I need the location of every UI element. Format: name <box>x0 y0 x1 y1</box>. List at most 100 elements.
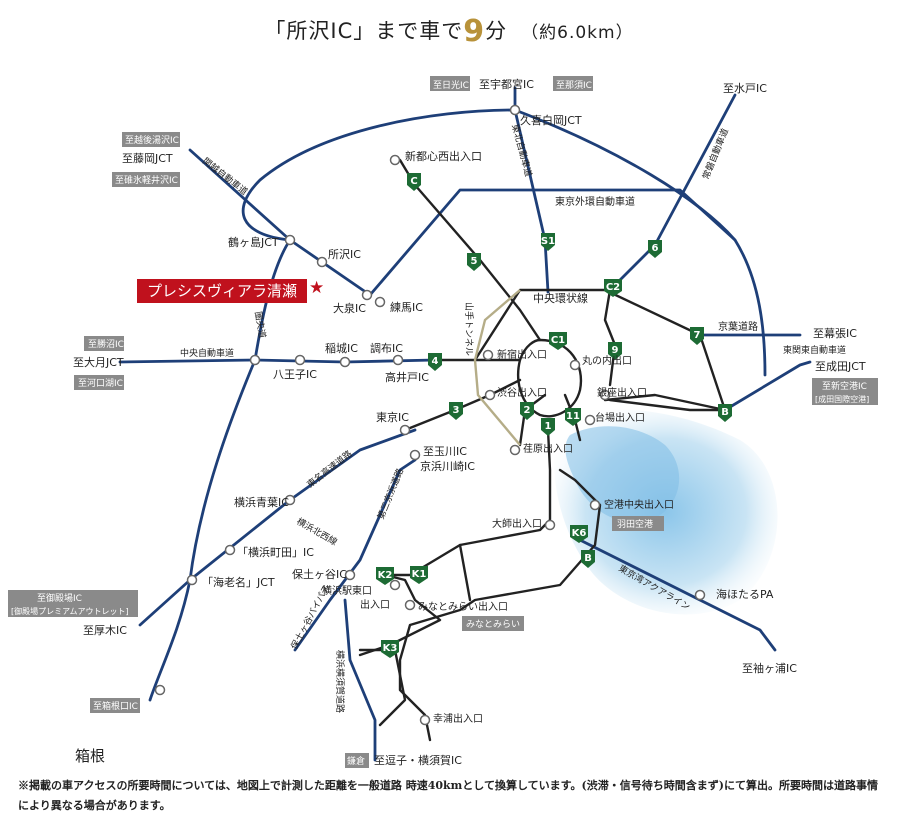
svg-text:7: 7 <box>694 330 701 341</box>
label-katsunuma: 至勝沼IC <box>88 338 124 350</box>
junction-dots <box>154 104 706 726</box>
route-9 <box>603 288 617 387</box>
svg-text:1: 1 <box>545 421 552 432</box>
title-unit: 分 <box>485 19 508 43</box>
title-distance: （約6.0km） <box>521 23 634 43</box>
route-k2 <box>358 573 442 657</box>
higashikanto <box>723 360 812 412</box>
gray-boxes <box>8 76 878 768</box>
label-nikko: 至日光IC <box>433 79 469 91</box>
svg-text:C2: C2 <box>606 282 620 293</box>
label-atsugi: 至厚木IC <box>83 624 127 637</box>
label-gotemba: 至御殿場IC <box>37 592 82 604</box>
label-yokohamaeki: 横浜駅東口 <box>322 584 372 597</box>
route-badge-6: 6 <box>648 240 662 258</box>
route-badge-b-east: B <box>718 404 732 422</box>
label-echigo: 至越後湯沢IC <box>125 134 179 146</box>
label-makuhari: 至幕張IC <box>813 326 857 340</box>
svg-text:B: B <box>584 553 592 564</box>
yamate-tunnel <box>473 289 521 446</box>
label-narita: 至成田JCT <box>815 360 866 373</box>
label-fujioka: 至藤岡JCT <box>122 152 173 165</box>
route-3 <box>403 378 522 432</box>
svg-text:K1: K1 <box>412 569 427 580</box>
route-badge-b-bay: B <box>581 550 595 568</box>
route-badge-5: 5 <box>467 253 481 271</box>
route-badge-4: 4 <box>428 353 442 371</box>
svg-text:11: 11 <box>566 411 580 422</box>
label-gaikan: 東京外環自動車道 <box>555 195 635 208</box>
label-chuo: 中央自動車道 <box>180 347 234 359</box>
svg-text:3: 3 <box>453 405 460 416</box>
label-daiba: 台場出入口 <box>595 411 645 424</box>
route-badge-c2: C2 <box>604 279 622 297</box>
label-kanetsu: 関越自動車道 <box>200 155 250 198</box>
label-nasu: 至那須IC <box>556 80 592 91</box>
label-seikuko: [成田国際空港] <box>815 394 869 404</box>
route-badge-7: 7 <box>690 327 704 345</box>
yokohama-yokosuka <box>343 598 377 762</box>
label-tomei: 東名高速道路 <box>304 448 354 491</box>
route-badge-3: 3 <box>449 402 463 420</box>
label-outlet: [御殿場プレミアムアウトレット] <box>11 606 129 616</box>
label-sodegaura: 至袖ヶ浦IC <box>742 661 797 675</box>
route-badge-9: 9 <box>608 342 622 360</box>
label-tokorozawa: 所沢IC <box>328 247 361 261</box>
label-keiyo: 京葉道路 <box>718 320 758 333</box>
route-badge-k3: K3 <box>381 640 399 658</box>
label-kamakura: 鎌倉 <box>347 755 365 767</box>
label-otsuki: 至大月JCT <box>73 355 124 369</box>
svg-text:C: C <box>410 176 417 187</box>
tohoku-expressway <box>513 86 550 294</box>
route-b <box>608 398 727 412</box>
gaikan <box>368 188 737 297</box>
label-machida: 「横浜町田」IC <box>237 545 314 559</box>
svg-text:K6: K6 <box>572 528 587 539</box>
label-inagi: 稲城IC <box>325 342 358 355</box>
route-badge-k6: K6 <box>570 525 588 543</box>
label-kuko: 空港中央出入口 <box>604 498 674 511</box>
label-kuki: 久喜白岡JCT <box>520 113 582 127</box>
label-nerima: 練馬IC <box>390 300 423 314</box>
label-ginza: 銀座出入口 <box>597 386 647 399</box>
svg-text:5: 5 <box>471 256 478 267</box>
label-higashikanto: 東関東自動車道 <box>783 344 846 356</box>
route-k3 <box>358 648 407 727</box>
label-shinjuku: 新宿出入口 <box>497 348 547 361</box>
route-badge-2: 2 <box>520 402 534 420</box>
svg-text:2: 2 <box>524 405 531 416</box>
map-labels: 至日光IC 至宇都宮IC 至那須IC 久喜白岡JCT 至水戸IC 至越後湯沢IC… <box>11 77 869 767</box>
label-chuokanjo: 中央環状線 <box>533 291 588 305</box>
label-tamagawa: 至玉川IC <box>423 445 467 458</box>
route-badge-c: C <box>407 173 421 191</box>
label-deiriguchi: 出入口 <box>360 598 390 611</box>
route-badge-k1: K1 <box>410 566 428 584</box>
label-ebina: 「海老名」JCT <box>202 575 275 589</box>
label-hodogaya: 保土ヶ谷IC <box>292 567 347 581</box>
aqualine <box>578 538 777 652</box>
svg-text:K2: K2 <box>378 570 393 581</box>
label-shintoshin: 新都心西出入口 <box>405 149 482 163</box>
label-koura: 幸浦出入口 <box>433 712 483 725</box>
label-oizumi: 大泉IC <box>333 301 366 315</box>
label-mito: 至水戸IC <box>723 82 767 95</box>
label-usui: 至碓氷軽井沢IC <box>115 174 178 186</box>
label-tsurugashima: 鶴ヶ島JCT <box>228 235 279 249</box>
label-takaido: 高井戸IC <box>385 370 429 384</box>
label-yamate: 山手トンネル <box>463 302 475 356</box>
label-zushi: 至逗子・横須賀IC <box>374 753 462 767</box>
property-banner: プレシスヴィアラ清瀬 <box>137 279 307 303</box>
label-minatomirai-box: みなとみらい <box>466 619 520 630</box>
label-haneda: 羽田空港 <box>617 518 653 530</box>
route-k1 <box>458 543 472 602</box>
svg-text:B: B <box>721 407 729 418</box>
page-title: 「所沢IC」まで車で9分（約6.0km） <box>0 14 898 49</box>
svg-text:4: 4 <box>432 356 439 367</box>
svg-text:S1: S1 <box>541 236 555 247</box>
label-aoba: 横浜青葉IC <box>234 495 289 509</box>
label-shinkuko: 至新空港IC <box>822 380 867 392</box>
label-ebara: 荏原出入口 <box>523 442 573 455</box>
label-keihin: 京浜川崎IC <box>420 459 475 473</box>
label-tohoku: 東北自動車道 <box>509 123 535 178</box>
